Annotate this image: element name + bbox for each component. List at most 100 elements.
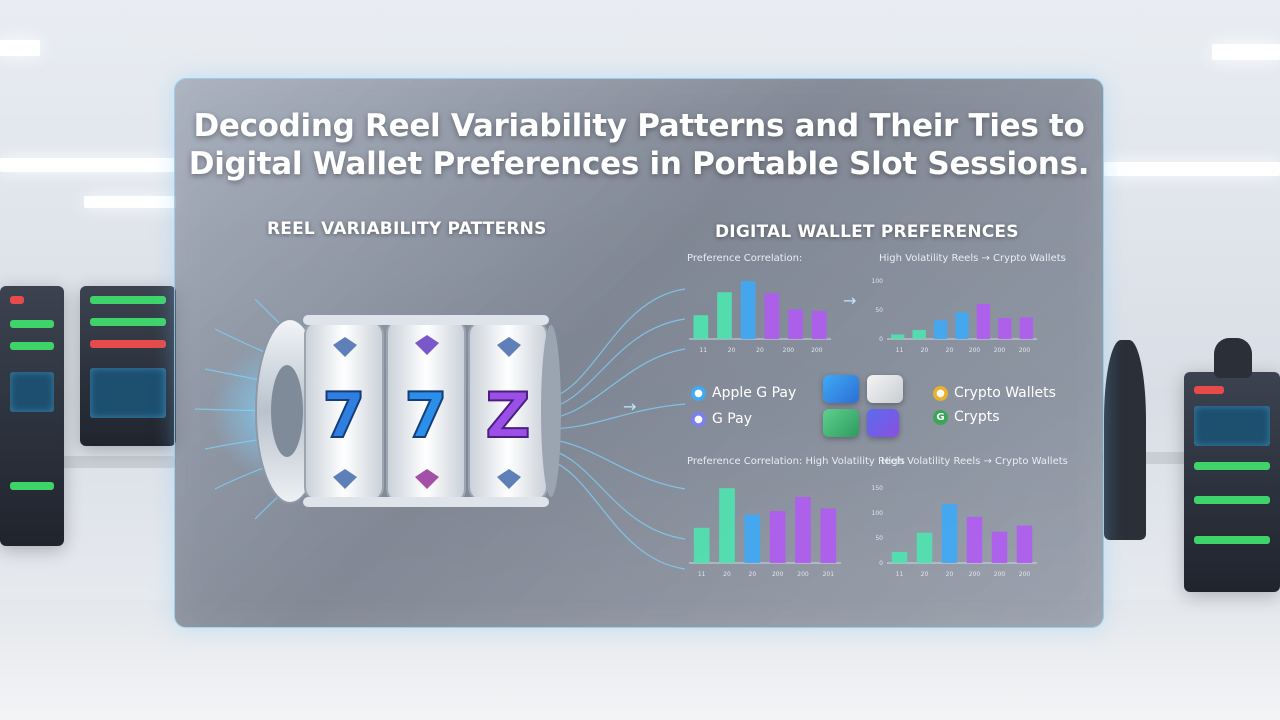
x-tick-label: 200 [811, 347, 823, 354]
x-tick-label: 200 [772, 571, 784, 578]
chart-title: High Volatility Reels → Crypto Wallets [879, 253, 1066, 264]
bar [740, 281, 756, 339]
x-tick-label: 11 [699, 347, 707, 354]
wallet-gpay: ● G Pay [691, 411, 752, 427]
x-tick-label: 20 [749, 571, 757, 578]
bar [719, 488, 735, 563]
y-tick-label: 100 [872, 510, 884, 517]
server-rack [80, 286, 176, 446]
ceiling-light [1104, 162, 1280, 176]
bar [998, 318, 1012, 339]
wallet-apple-pay: ● Apple G Pay [691, 385, 796, 401]
server-rack [1184, 372, 1280, 592]
page-title: Decoding Reel Variability Patterns and T… [175, 107, 1103, 183]
chart-title: High Volatility Reels → Crypto Wallets [881, 456, 1068, 467]
bar [912, 329, 926, 339]
bar [811, 310, 827, 339]
x-tick-label: 200 [969, 347, 981, 354]
x-tick-label: 20 [756, 347, 764, 354]
x-tick-label: 201 [823, 571, 835, 578]
server-rack [0, 286, 64, 546]
bar [764, 293, 780, 339]
x-tick-label: 20 [723, 571, 731, 578]
person [1104, 340, 1146, 540]
x-tick-label: 200 [1019, 347, 1031, 354]
bar [916, 532, 933, 563]
wallet-label: Crypts [954, 409, 1000, 425]
bar [941, 504, 958, 563]
wallet-crypts: G Crypts [933, 409, 1000, 425]
wallet-icon [823, 375, 859, 403]
coin-icon: ● [933, 385, 948, 401]
arrow-icon: → [623, 397, 637, 416]
bar [891, 334, 905, 339]
title-line-1: Decoding Reel Variability Patterns and T… [193, 108, 1085, 144]
bar [744, 514, 761, 563]
title-line-2: Digital Wallet Preferences in Portable S… [188, 146, 1090, 182]
bar [795, 497, 811, 563]
crypto-app-icon [867, 409, 899, 437]
bar [769, 511, 786, 563]
ceiling-light [0, 158, 175, 172]
bar [693, 527, 710, 563]
ceiling-light [0, 40, 40, 56]
y-tick-label: 100 [872, 278, 884, 285]
y-tick-label: 150 [872, 485, 884, 492]
wallet-icon [823, 409, 859, 437]
person [1214, 338, 1252, 378]
x-tick-label: 20 [728, 347, 736, 354]
bar [955, 312, 969, 339]
bar [1016, 525, 1033, 563]
y-tick-label: 0 [879, 560, 883, 567]
x-tick-label: 200 [994, 571, 1006, 578]
reel-end-cap [541, 325, 561, 497]
bar-chart: 11 20 20 200 200 200 0 50 100 [872, 278, 1037, 354]
bar [976, 303, 991, 339]
x-tick-label: 20 [946, 347, 954, 354]
glass-panel: Decoding Reel Variability Patterns and T… [174, 78, 1104, 628]
bar [933, 320, 948, 339]
bar-chart: 11 20 20 200 200 201 [689, 488, 841, 578]
chart-title: Preference Correlation: [687, 253, 803, 264]
google-icon: G [933, 409, 948, 425]
bar [820, 508, 837, 563]
bar [1019, 317, 1033, 339]
reel-symbol: 7 [404, 379, 447, 452]
x-tick-label: 11 [896, 571, 904, 578]
x-tick-label: 200 [797, 571, 809, 578]
wallet-crypto: ● Crypto Wallets [933, 385, 1056, 401]
x-tick-label: 20 [946, 571, 954, 578]
chart-title: Preference Correlation: High Volatility … [687, 456, 905, 467]
bar [966, 516, 983, 563]
ceiling-light [1212, 44, 1280, 60]
bar [717, 292, 732, 339]
reel-symbol: 7 [322, 379, 365, 452]
reel-symbol: Z [486, 379, 531, 452]
wallet-icon [867, 375, 903, 403]
slot-reels-illustration: 7 7 Z [194, 288, 686, 570]
arrow-icon: → [843, 291, 857, 310]
bar [991, 531, 1008, 563]
wallet-label: G Pay [712, 411, 752, 427]
x-tick-label: 20 [921, 571, 929, 578]
bar [891, 552, 908, 563]
x-tick-label: 200 [1019, 571, 1031, 578]
x-tick-label: 11 [698, 571, 706, 578]
section-heading-reel: REEL VARIABILITY PATTERNS [267, 219, 547, 239]
y-tick-label: 0 [879, 336, 883, 343]
bar [788, 309, 803, 339]
x-tick-label: 11 [896, 347, 904, 354]
x-tick-label: 20 [921, 347, 929, 354]
section-heading-wallet: DIGITAL WALLET PREFERENCES [715, 222, 1019, 242]
bar [693, 315, 709, 339]
gpay-icon: ● [691, 411, 706, 427]
bar-chart: 11 20 20 200 200 200 0 50 100 150 [872, 485, 1037, 578]
wallet-label: Apple G Pay [712, 385, 797, 401]
ceiling-light [84, 196, 176, 208]
y-tick-label: 50 [875, 307, 883, 314]
y-tick-label: 50 [875, 535, 883, 542]
wallet-label: Crypto Wallets [954, 385, 1056, 401]
x-tick-label: 200 [969, 571, 981, 578]
x-tick-label: 200 [994, 347, 1006, 354]
